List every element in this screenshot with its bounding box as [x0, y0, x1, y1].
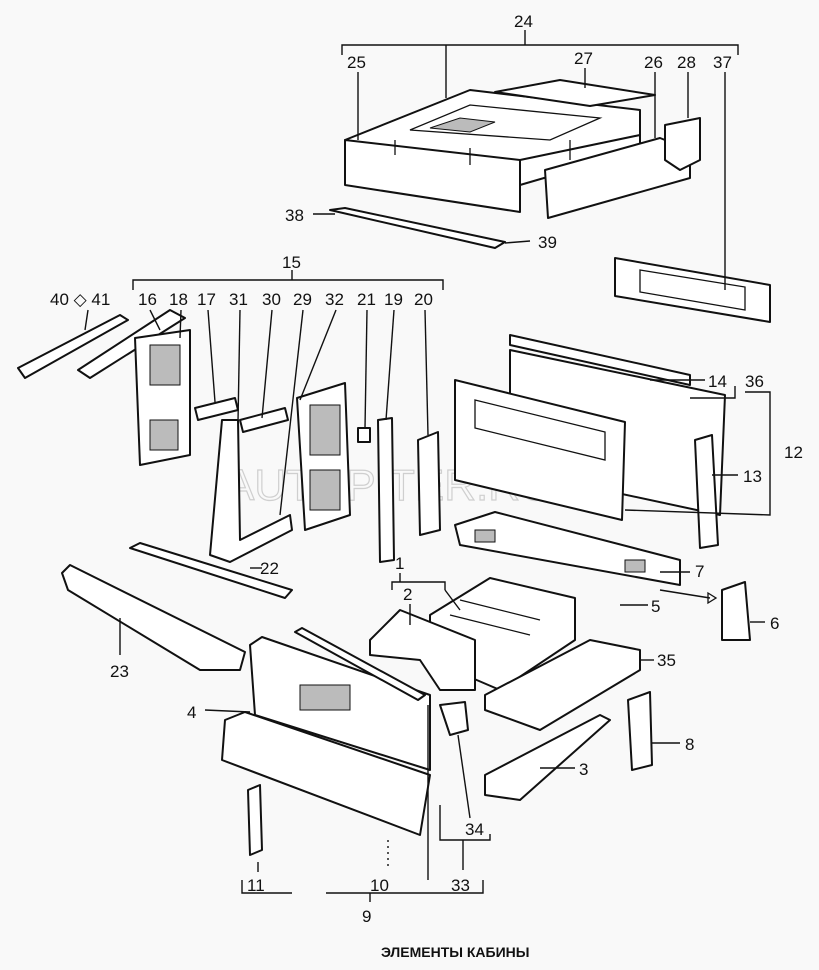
- label-21: 21: [357, 290, 376, 309]
- part-roof: [344, 89, 641, 213]
- label-30: 30: [262, 290, 281, 309]
- label-3: 3: [579, 760, 588, 779]
- label-31: 31: [229, 290, 248, 309]
- label-24: 24: [514, 12, 533, 31]
- label-34: 34: [465, 820, 484, 839]
- part-19: [377, 417, 395, 563]
- label-23: 23: [110, 662, 129, 681]
- label-18: 18: [169, 290, 188, 309]
- label-39: 39: [538, 233, 557, 252]
- part-33-strip: [294, 627, 426, 701]
- part-labels: 24 25 27 26 28 37 38 39 15 40 ◇ 41 16 18…: [50, 12, 803, 926]
- label-7: 7: [695, 562, 704, 581]
- part-23: [61, 564, 246, 671]
- part-12-main-panel: [454, 379, 626, 521]
- part-22: [129, 542, 293, 599]
- label-35: 35: [657, 651, 676, 670]
- part-2: [369, 609, 476, 691]
- label-10: 10: [370, 876, 389, 895]
- part-6: [721, 581, 751, 641]
- label-14: 14: [708, 372, 727, 391]
- label-1: 1: [395, 554, 404, 573]
- part-8: [627, 691, 653, 771]
- label-29: 29: [293, 290, 312, 309]
- part-30: [239, 407, 289, 433]
- label-5: 5: [651, 597, 660, 616]
- part-34: [439, 701, 469, 736]
- part-28: [664, 117, 701, 171]
- label-33: 33: [451, 876, 470, 895]
- label-26: 26: [644, 53, 663, 72]
- part-37: [614, 257, 771, 323]
- label-28: 28: [677, 53, 696, 72]
- label-9: 9: [362, 907, 371, 926]
- label-17: 17: [197, 290, 216, 309]
- label-6: 6: [770, 614, 779, 633]
- label-15: 15: [282, 253, 301, 272]
- label-12: 12: [784, 443, 803, 462]
- part-35: [484, 639, 641, 731]
- label-25: 25: [347, 53, 366, 72]
- label-38: 38: [285, 206, 304, 225]
- label-2: 2: [403, 585, 412, 604]
- label-32: 32: [325, 290, 344, 309]
- label-11: 11: [247, 876, 265, 895]
- part-front-panel: [249, 636, 431, 771]
- label-36: 36: [745, 372, 764, 391]
- leader-lines: [84, 30, 771, 902]
- diagram-caption: ЭЛЕМЕНТЫ КАБИНЫ: [381, 944, 529, 960]
- part-4-10: [221, 711, 431, 836]
- label-27: 27: [574, 49, 593, 68]
- part-32: [296, 382, 351, 531]
- label-8: 8: [685, 735, 694, 754]
- label-40-41: 40 ◇ 41: [50, 290, 110, 309]
- label-16: 16: [138, 290, 157, 309]
- label-20: 20: [414, 290, 433, 309]
- part-7: [454, 511, 681, 586]
- label-22: 22: [260, 559, 279, 578]
- part-17: [194, 397, 239, 421]
- part-31: [209, 419, 293, 563]
- part-3: [484, 714, 611, 801]
- label-4: 4: [187, 703, 196, 722]
- label-19: 19: [384, 290, 403, 309]
- part-21: [357, 427, 371, 443]
- label-13: 13: [743, 467, 762, 486]
- part-11: [247, 784, 263, 856]
- part-16: [134, 329, 191, 466]
- part-20: [417, 431, 441, 536]
- label-37: 37: [713, 53, 732, 72]
- part-38: [329, 207, 506, 249]
